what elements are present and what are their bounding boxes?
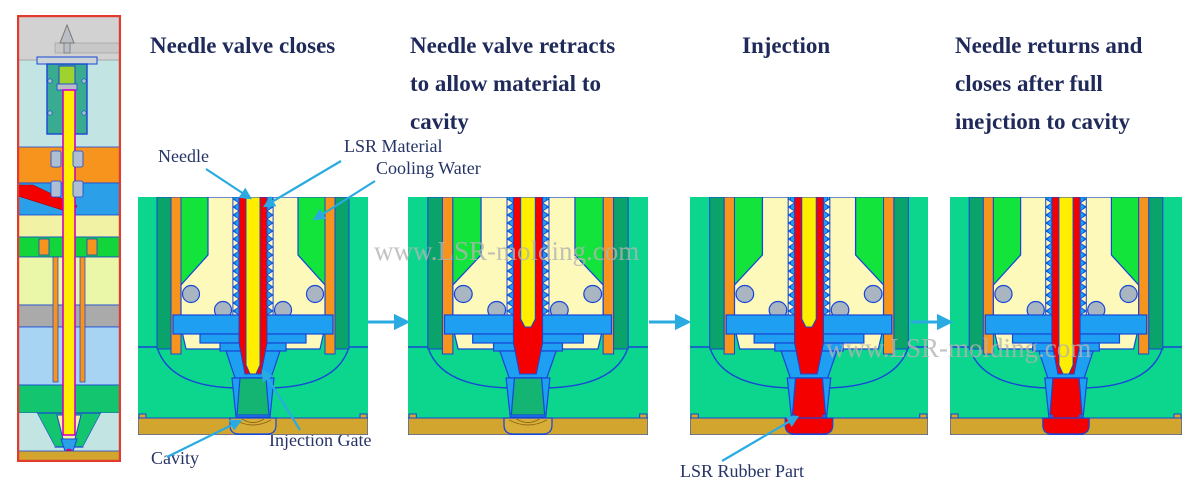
step-title-3: Injection <box>742 33 831 58</box>
panel-injection <box>690 197 928 435</box>
label-needle: Needle <box>158 146 209 166</box>
callout-arrow-needle <box>205 168 253 200</box>
nozzle-tip <box>510 377 546 416</box>
label-cavity: Cavity <box>151 448 199 468</box>
thread-profile <box>1045 198 1053 320</box>
label-cooling-water: Cooling Water <box>376 158 481 178</box>
panel-needle-returned-closed <box>950 197 1182 435</box>
step-title-1: Needle valve closes <box>150 33 336 58</box>
step-title-2: Needle valve retracts to allow material … <box>410 33 616 134</box>
label-lsr-rubber-part: LSR Rubber Part <box>680 461 804 481</box>
assembly-frame <box>17 15 121 462</box>
panel-needle-valve-closed <box>138 197 368 435</box>
nozzle-tip <box>1049 377 1083 416</box>
thread-profile <box>506 198 515 320</box>
seal-ball <box>994 284 1013 304</box>
molded-part <box>784 417 834 435</box>
gate-flow <box>795 413 823 419</box>
empty-cavity <box>503 417 553 435</box>
seal-ball <box>583 284 603 304</box>
empty-cavity <box>229 417 277 435</box>
needle-rod <box>62 89 76 436</box>
label-injection-gate: Injection Gate <box>269 430 372 450</box>
seal-ball <box>453 284 473 304</box>
piston <box>58 65 76 85</box>
seal-ball <box>181 284 201 304</box>
molded-part <box>1042 417 1090 435</box>
label-lsr-material: LSR Material <box>344 136 443 156</box>
needle <box>245 197 261 375</box>
seal-ball <box>735 284 755 304</box>
needle <box>520 197 536 328</box>
seal-ball <box>1119 284 1138 304</box>
needle <box>1058 197 1074 375</box>
panel-needle-valve-retracted <box>408 197 648 435</box>
needle <box>801 197 817 328</box>
step-title-4: Needle returns and closes after full ine… <box>955 33 1143 134</box>
thread-profile <box>232 198 240 320</box>
thread-profile <box>787 198 796 320</box>
nozzle-tip <box>791 377 827 416</box>
seal-ball <box>863 284 883 304</box>
nozzle-tip <box>236 377 270 416</box>
seal-ball <box>305 284 325 304</box>
gate-flow <box>1052 413 1080 419</box>
valve-assembly-overview <box>17 15 121 462</box>
cylinder-flange <box>36 56 98 65</box>
